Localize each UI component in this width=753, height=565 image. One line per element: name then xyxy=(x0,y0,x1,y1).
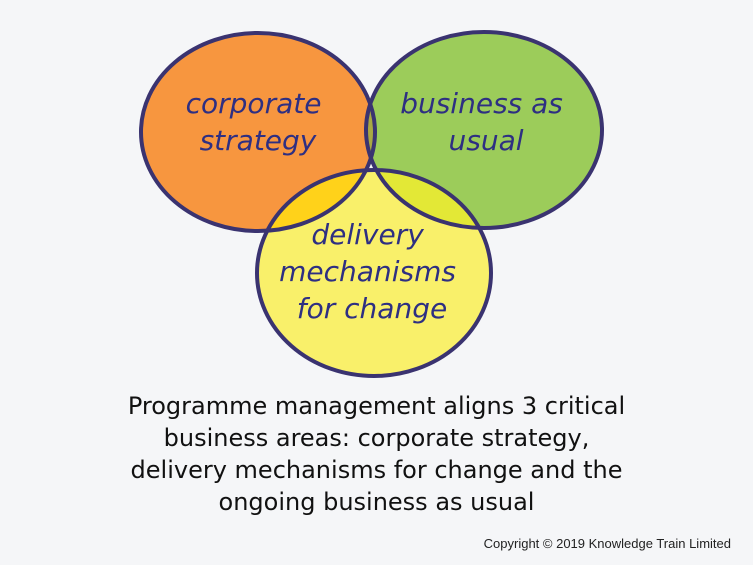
copyright-notice: Copyright © 2019 Knowledge Train Limited xyxy=(483,536,731,551)
label-delivery-mechanisms: delivery mechanisms for change xyxy=(279,218,465,325)
caption-line: ongoing business as usual xyxy=(218,488,535,516)
label-line: strategy xyxy=(200,124,317,157)
circle-delivery-mechanisms xyxy=(257,170,491,376)
caption: Programme management aligns 3 critical b… xyxy=(20,390,733,518)
label-line: delivery xyxy=(311,218,424,251)
circle-outlines xyxy=(139,30,604,378)
outline-delivery xyxy=(255,168,493,378)
label-corporate-strategy: corporate strategy xyxy=(186,87,331,157)
caption-line: delivery mechanisms for change and the xyxy=(130,456,623,484)
outline-corporate xyxy=(139,31,377,233)
label-line: corporate xyxy=(186,87,322,120)
label-line: mechanisms xyxy=(279,255,456,288)
caption-line: business areas: corporate strategy, xyxy=(163,424,590,452)
label-line: business as xyxy=(400,87,563,120)
outline-bau xyxy=(364,30,604,230)
label-line: for change xyxy=(297,292,447,325)
label-business-as-usual: business as usual xyxy=(400,87,572,157)
venn-diagram: corporate strategy business as usual del… xyxy=(139,30,604,378)
caption-line: Programme management aligns 3 critical xyxy=(127,392,626,420)
label-line: usual xyxy=(448,124,523,157)
